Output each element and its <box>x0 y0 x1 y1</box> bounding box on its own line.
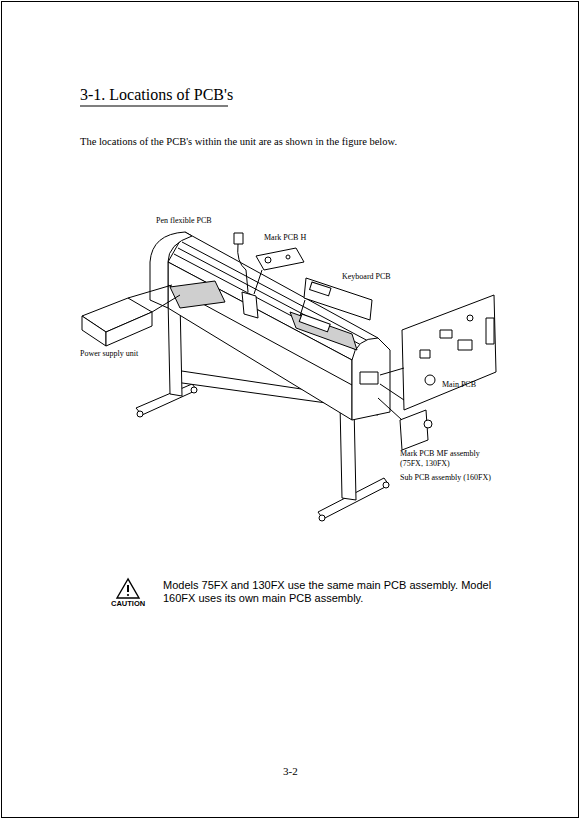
caster <box>137 411 143 417</box>
plotter-drawing <box>82 232 496 521</box>
pen-flexible-pcb <box>234 233 243 244</box>
left-foot <box>136 384 197 415</box>
pcb-location-shade <box>170 281 225 308</box>
connector <box>486 318 494 344</box>
part-label: Mark PCB MF assembly (75FX, 130FX) <box>400 449 492 468</box>
body-front <box>168 262 352 420</box>
part-label: Keyboard PCB <box>342 272 391 282</box>
page-number: 3-2 <box>283 765 298 778</box>
carriage <box>242 292 258 318</box>
leader-line <box>380 368 404 375</box>
intro-text: The locations of the PCB's within the un… <box>80 136 397 149</box>
component <box>425 375 435 385</box>
leader-line <box>128 285 172 298</box>
component <box>467 315 473 321</box>
part-label: Mark PCB H <box>264 233 306 243</box>
mark-pcb-mf <box>400 410 428 450</box>
mark-pcb-h <box>256 248 304 270</box>
caster <box>191 387 197 393</box>
leader-line <box>254 270 262 294</box>
keyboard-panel-shade <box>290 312 357 350</box>
lcd <box>310 282 331 296</box>
main-pcb <box>402 295 496 410</box>
section-title: 3-1. Locations of PCB's <box>80 85 233 104</box>
flex-cable <box>238 244 248 292</box>
sensor <box>424 420 432 428</box>
caution-symbol <box>117 579 139 598</box>
leader-line <box>300 300 305 316</box>
component <box>265 257 271 263</box>
keyboard-pcb <box>304 278 372 320</box>
part-label: Sub PCB assembly (160FX) <box>400 473 491 483</box>
leader-line <box>380 384 404 400</box>
caster <box>383 482 389 488</box>
part-label: Power supply unit <box>80 349 138 359</box>
leader-line <box>378 398 402 420</box>
caution-note: Models 75FX and 130FX use the same main … <box>163 579 503 605</box>
component <box>458 340 472 350</box>
power-supply-front <box>106 312 152 346</box>
part-label: Main PCB <box>442 380 476 390</box>
title-underline <box>80 105 228 106</box>
component <box>420 350 430 358</box>
display <box>299 314 330 332</box>
caution-word: CAUTION <box>111 599 145 608</box>
component <box>286 255 290 259</box>
power-supply-side <box>82 316 106 346</box>
side-panel <box>360 372 378 384</box>
component <box>440 330 452 338</box>
caster <box>319 515 325 521</box>
right-end-cap <box>352 338 390 420</box>
part-label: Pen flexible PCB <box>156 216 212 226</box>
leader-line <box>152 295 180 312</box>
